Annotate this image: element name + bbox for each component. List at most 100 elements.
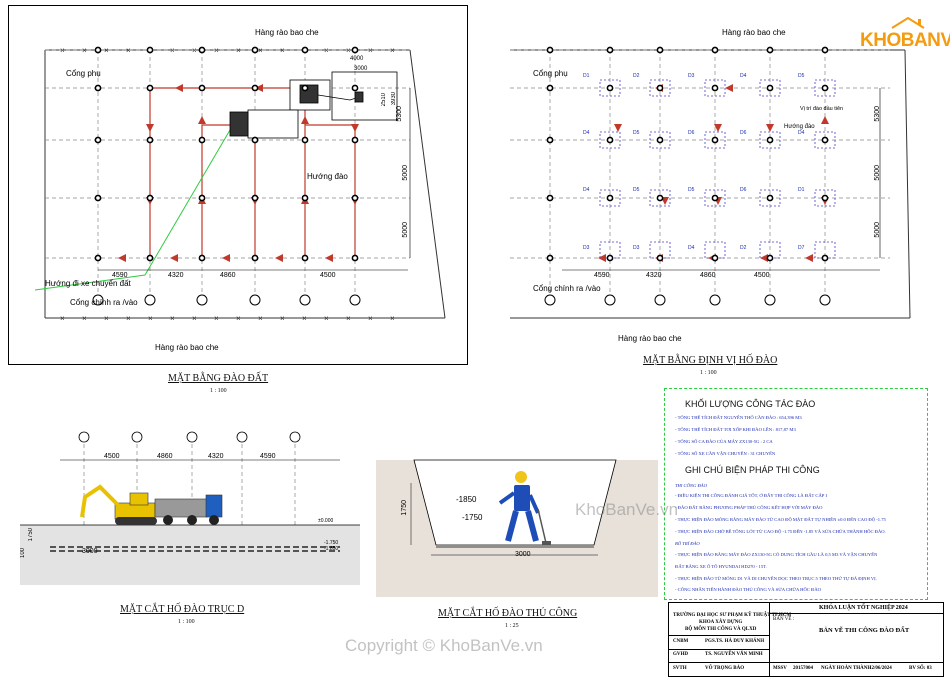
- section-d-scale: 1 : 100: [178, 619, 195, 625]
- grid-node: [351, 136, 359, 144]
- grid-node: [821, 194, 829, 202]
- left-dim-1: 4590: [112, 272, 128, 279]
- fence-mark: ×: [346, 314, 351, 323]
- grid-node: [251, 84, 259, 92]
- method-line-1: THI CÔNG ĐÀO: [675, 483, 707, 488]
- volume-line-4: - TỔNG SỐ XE CẦN VẬN CHUYỂN : 31 CHUYẾN: [675, 451, 776, 456]
- pit-box: [759, 189, 781, 207]
- watermark-2: Copyright © KhoBanVe.vn: [345, 636, 543, 655]
- pit-box: [649, 79, 671, 97]
- right-dim-lines: [562, 88, 881, 271]
- method-title: GHI CHÚ BIỆN PHÁP THI CÔNG: [685, 465, 820, 475]
- grid-node: [249, 294, 261, 306]
- manual-section-scale: 1 : 25: [505, 623, 519, 629]
- method-line-4: - THỰC HIỆN ĐÀO MÓNG BẰNG MÁY ĐÀO TỪ CAO…: [675, 517, 886, 522]
- grid-node: [301, 136, 309, 144]
- excavator-dim-1: 4000: [350, 56, 364, 62]
- grid-node: [764, 294, 776, 306]
- fence-mark: ×: [236, 314, 241, 323]
- grid-node: [351, 46, 359, 54]
- fence-mark: ×: [258, 46, 263, 55]
- worker-icon: [498, 471, 551, 545]
- grid-node: [146, 254, 154, 262]
- grid-node: [251, 46, 259, 54]
- volume-line-1: - TỔNG THỂ TÍCH ĐẤT NGUYÊN THỔ CẦN ĐÀO :…: [675, 415, 802, 420]
- pit-label: D6: [740, 130, 747, 136]
- grid-node: [94, 194, 102, 202]
- fence-mark: ×: [126, 46, 131, 55]
- fence-mark: ×: [390, 314, 395, 323]
- grid-node: [301, 84, 309, 92]
- method-line-6: BỐ TRÍ ĐÀO: [675, 541, 700, 546]
- sec-d-width-dim: 3000: [82, 548, 98, 555]
- pit-box: [704, 131, 726, 149]
- fence-mark: ×: [236, 46, 241, 55]
- grid-node: [146, 46, 154, 54]
- name-3: VÕ TRỌNG BẢO: [705, 666, 745, 671]
- title-block: KHÓA LUẬN TỐT NGHIỆP 2024 TRƯỜNG ĐẠI HỌC…: [668, 602, 944, 677]
- pit-label: D5: [688, 187, 695, 193]
- grid-node: [606, 46, 614, 54]
- fence-mark: ×: [148, 314, 153, 323]
- pit-label: D3: [688, 73, 695, 79]
- role-1: CNBM: [673, 639, 689, 644]
- fence-mark: ×: [104, 46, 109, 55]
- left-plan-frame: [8, 5, 468, 365]
- pit-label: D3: [583, 245, 590, 251]
- excavator-side-icon: [80, 484, 157, 525]
- fence-mark: ×: [390, 46, 395, 55]
- pit-label: D6: [740, 187, 747, 193]
- notes-box: KHỐI LƯỢNG CÔNG TÁC ĐÀO - TỔNG THỂ TÍCH …: [664, 388, 928, 600]
- grid-node: [198, 46, 206, 54]
- left-plan-caption: MẶT BẰNG ĐÀO ĐẤT: [168, 373, 269, 384]
- logo-text: KHOBANVE: [860, 30, 950, 51]
- method-line-3: - ĐÀO ĐẤT BẰNG PHƯƠNG PHÁP THỦ CÔNG KẾT …: [675, 505, 823, 510]
- volume-line-3: - TỔNG SỐ CA ĐÀO CỦA MÁY ZX130-5G : 2 CA: [675, 439, 773, 444]
- grid-node: [198, 254, 206, 262]
- method-line-7: - THỰC HIỆN ĐÀO BẰNG MÁY ĐÀO ZX130-5G CÓ…: [675, 552, 878, 557]
- right-fence-top-label: Hàng rào bao che: [722, 28, 786, 37]
- school-2: KHOA XÂY DỰNG: [699, 620, 743, 625]
- grid-node: [819, 294, 831, 306]
- right-dim-right-1: 5300: [874, 106, 881, 122]
- truck-plan-icon: [229, 109, 299, 139]
- grid-node: [709, 294, 721, 306]
- pit-label: D5: [798, 73, 805, 79]
- right-plan-caption: MẶT BẰNG ĐỊNH VỊ HỐ ĐÀO: [643, 355, 778, 366]
- pit-label: D2: [633, 73, 640, 79]
- pit-label: D4: [740, 73, 747, 79]
- pit-label: D4: [583, 130, 590, 136]
- volume-title: KHỐI LƯỢNG CÔNG TÁC ĐÀO: [685, 399, 816, 409]
- method-line-10: - CÔNG NHÂN TIẾN HÀNH ĐÀO THỦ CÔNG VÀ SỬ…: [675, 587, 821, 592]
- drawing-title: BẢN VẼ THI CÔNG ĐÀO ĐẤT: [819, 627, 910, 634]
- grid-node: [301, 46, 309, 54]
- right-plan-scale: 1 : 100: [700, 370, 717, 376]
- grid-node: [654, 294, 666, 306]
- left-dim-lines: [98, 88, 411, 271]
- method-line-2: - ĐIỀU KIỆN THI CÔNG ĐÁNH GIÁ TỐT, Ở ĐÂY…: [675, 493, 828, 498]
- grid-node: [546, 194, 554, 202]
- grid-node: [146, 84, 154, 92]
- left-plan-drawing: ××××××××××××××××××××××××××××××××: [34, 46, 446, 323]
- grid-node: [821, 254, 829, 262]
- grid-node: [711, 46, 719, 54]
- grid-node: [766, 194, 774, 202]
- grid-node: [94, 254, 102, 262]
- sec-d-dim-3: 4320: [208, 453, 224, 460]
- excavator-dim-4: 3930: [391, 92, 397, 106]
- left-fence: [44, 49, 446, 319]
- sec-d-level-2: -1.750: [324, 540, 339, 546]
- pit-label: D1: [798, 187, 805, 193]
- pit-box: [599, 131, 621, 149]
- pit-label: D4: [583, 187, 590, 193]
- pit-box: [599, 79, 621, 97]
- pit-box: [759, 79, 781, 97]
- grid-node: [94, 46, 102, 54]
- right-dim-2: 4320: [646, 272, 662, 279]
- grid-node: [92, 294, 104, 306]
- role-3: SVTH: [673, 666, 687, 671]
- grid-node: [711, 194, 719, 202]
- pit-box: [649, 189, 671, 207]
- left-side-gate-label: Cổng phụ: [66, 69, 101, 78]
- left-dim-3: 4860: [220, 272, 236, 279]
